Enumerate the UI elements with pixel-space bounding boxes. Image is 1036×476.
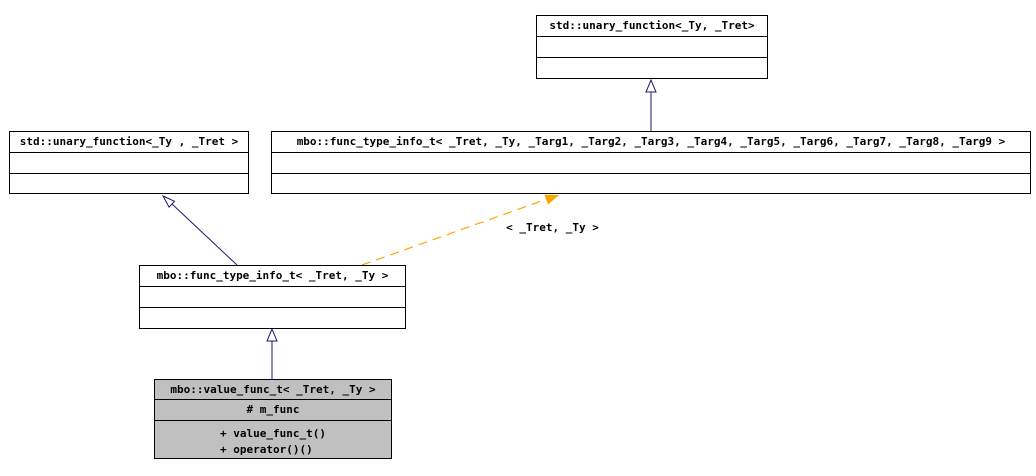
methods-compartment: [537, 58, 767, 78]
inheritance-edge-line-left: [171, 203, 238, 266]
method-operator-call: + operator()(): [220, 443, 313, 456]
method-value-func-t: + value_func_t(): [220, 427, 326, 440]
class-title: mbo::func_type_info_t< _Tret, _Ty, _Targ…: [272, 132, 1030, 153]
inheritance-arrowhead-top: [645, 78, 657, 93]
class-title: std::unary_function<_Ty, _Tret>: [537, 16, 767, 37]
template-args-label: < _Tret, _Ty >: [506, 221, 599, 234]
methods-compartment: + value_func_t() + operator()(): [155, 421, 391, 458]
class-node-value-func-selected: mbo::value_func_t< _Tret, _Ty > # m_func…: [154, 379, 392, 459]
template-arrowhead: [544, 194, 560, 205]
class-node-func-type-info-full[interactable]: mbo::func_type_info_t< _Tret, _Ty, _Targ…: [271, 131, 1031, 194]
class-node-std-unary-function-top: std::unary_function<_Ty, _Tret>: [536, 15, 768, 79]
inheritance-arrowhead-left: [161, 194, 176, 208]
attributes-compartment: [10, 153, 248, 174]
methods-compartment: [140, 308, 405, 328]
methods-compartment: [10, 174, 248, 194]
attributes-compartment: [272, 153, 1030, 174]
template-edge-line: [361, 198, 548, 266]
class-node-func-type-info[interactable]: mbo::func_type_info_t< _Tret, _Ty >: [139, 265, 406, 329]
class-node-std-unary-function-left: std::unary_function<_Ty , _Tret >: [9, 131, 249, 194]
class-title: mbo::func_type_info_t< _Tret, _Ty >: [140, 266, 405, 287]
inheritance-arrowhead-bottom: [266, 327, 278, 342]
methods-compartment: [272, 174, 1030, 194]
attributes-compartment: [537, 37, 767, 58]
methods-list: + value_func_t() + operator()(): [220, 426, 326, 458]
class-title: mbo::value_func_t< _Tret, _Ty >: [155, 380, 391, 400]
attributes-compartment: [140, 287, 405, 308]
attribute-m-func: # m_func: [155, 400, 391, 421]
class-title: std::unary_function<_Ty , _Tret >: [10, 132, 248, 153]
